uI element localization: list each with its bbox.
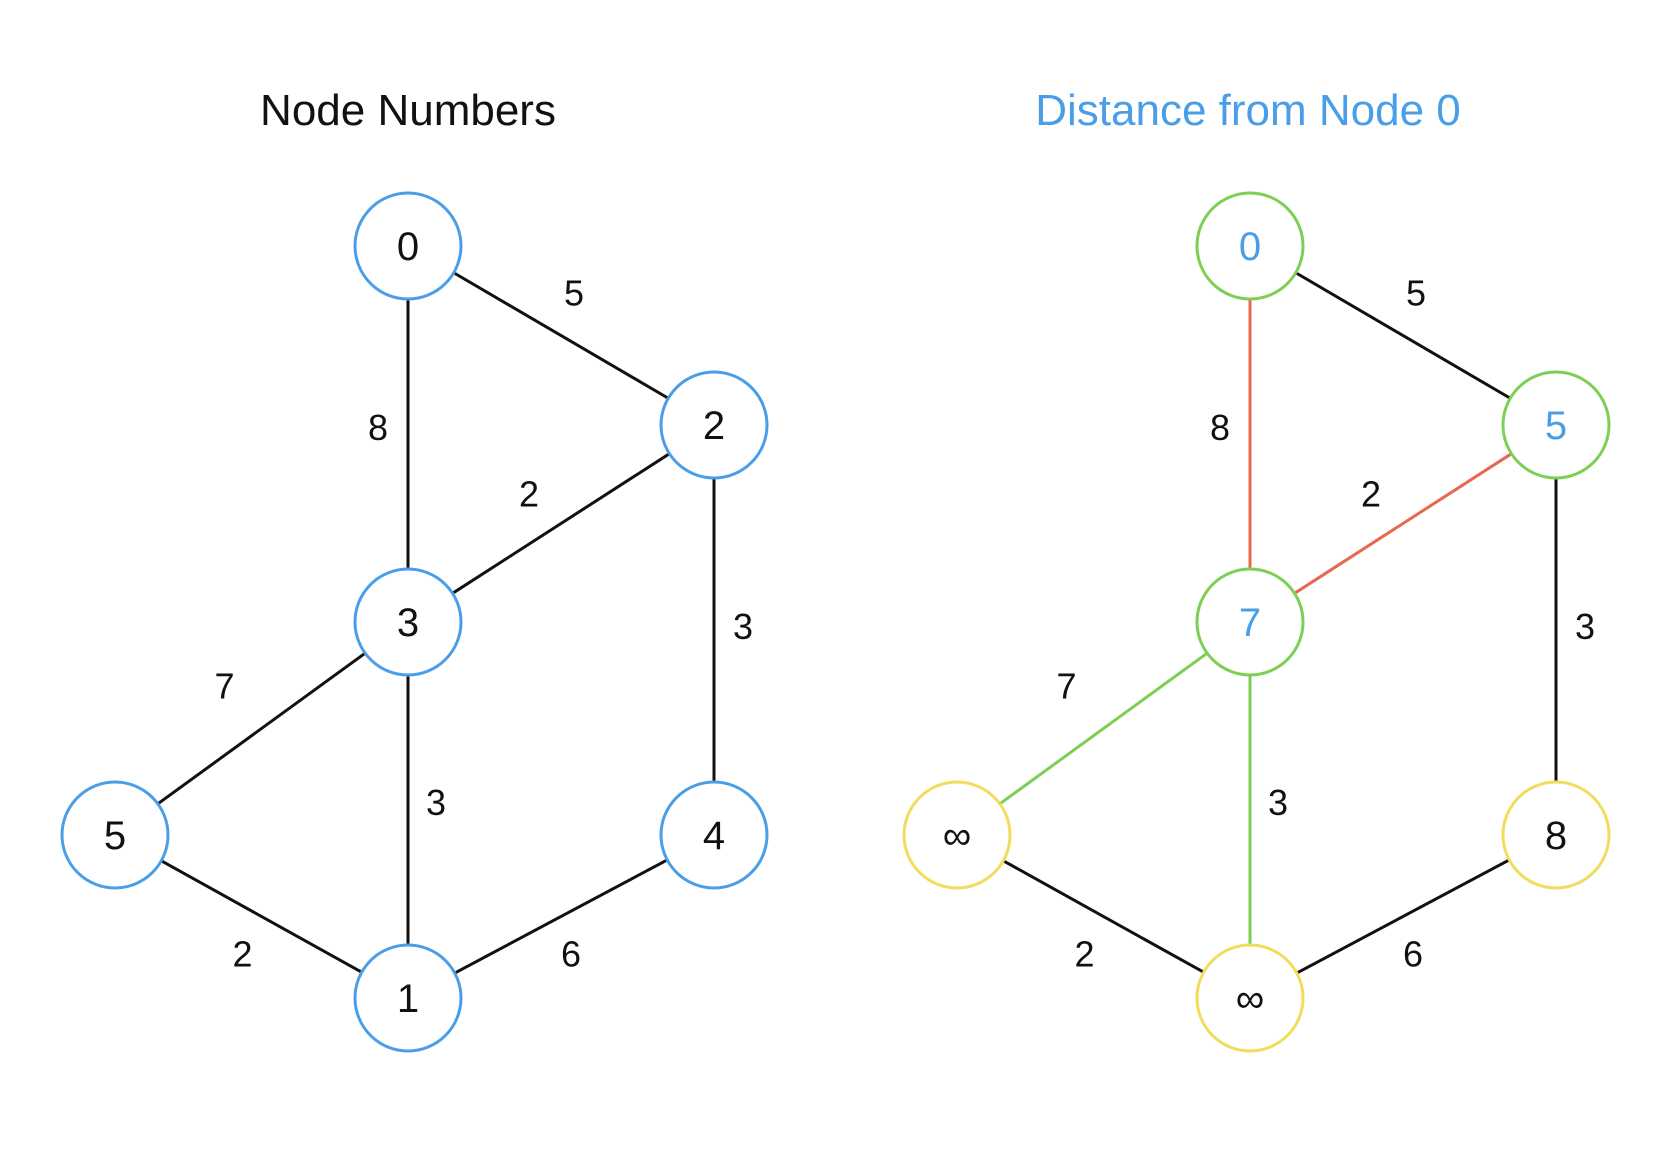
edge-5-1 bbox=[160, 859, 363, 974]
node-label: 0 bbox=[1239, 225, 1261, 269]
edge-weight-label: 6 bbox=[561, 934, 581, 975]
node-3: 3 bbox=[353, 567, 463, 677]
edge-2-3 bbox=[451, 452, 671, 595]
edge-weight-label: 8 bbox=[1210, 407, 1230, 448]
node-label: 2 bbox=[703, 404, 725, 448]
node-3: 7 bbox=[1195, 567, 1305, 677]
edge-weight-label: 2 bbox=[232, 934, 252, 975]
edge-weight-label: 5 bbox=[564, 273, 584, 314]
edge-weight-label: 3 bbox=[733, 606, 753, 647]
edge-1-4 bbox=[1296, 858, 1510, 975]
edge-0-2 bbox=[452, 271, 670, 400]
node-label: 0 bbox=[397, 225, 419, 269]
edge-weight-label: 7 bbox=[1056, 666, 1076, 707]
node-circle bbox=[659, 370, 769, 480]
node-4: 8 bbox=[1501, 780, 1611, 890]
node-circle bbox=[60, 780, 170, 890]
node-label: 5 bbox=[1545, 404, 1567, 448]
edge-weight-label: 3 bbox=[1575, 606, 1595, 647]
edge-1-4 bbox=[454, 858, 668, 975]
edges-node-numbers: 5 8 2 3 7 3 2 6 bbox=[156, 271, 753, 975]
edge-weight-label: 8 bbox=[368, 407, 388, 448]
node-1: 1 bbox=[353, 943, 463, 1053]
node-2: 5 bbox=[1501, 370, 1611, 480]
graph-distance: Distance from Node 0 5 8 2 3 7 3 2 6 0 ∞ 5 7 8 ∞ bbox=[902, 86, 1611, 1053]
edge-0-2 bbox=[1294, 271, 1512, 400]
edge-weight-label: 7 bbox=[214, 666, 234, 707]
edge-weight-label: 2 bbox=[1074, 934, 1094, 975]
node-4: 4 bbox=[659, 780, 769, 890]
edge-weight-label: 2 bbox=[1361, 474, 1381, 515]
edge-2-3 bbox=[1293, 452, 1513, 595]
nodes-node-numbers: 0 1 2 3 4 5 bbox=[60, 191, 769, 1053]
node-label: ∞ bbox=[1236, 977, 1265, 1021]
node-circle bbox=[1195, 943, 1305, 1053]
edges-distance: 5 8 2 3 7 3 2 6 bbox=[998, 271, 1595, 975]
node-circle bbox=[1501, 370, 1611, 480]
node-label: 3 bbox=[397, 601, 419, 645]
graph-title-node-numbers: Node Numbers bbox=[260, 86, 556, 135]
edge-5-1 bbox=[1002, 859, 1205, 974]
edge-weight-label: 3 bbox=[426, 782, 446, 823]
node-circle bbox=[1501, 780, 1611, 890]
node-5: 5 bbox=[60, 780, 170, 890]
node-label: 1 bbox=[397, 977, 419, 1021]
node-circle bbox=[353, 191, 463, 301]
node-0: 0 bbox=[1195, 191, 1305, 301]
edge-3-5 bbox=[998, 651, 1209, 806]
nodes-distance: 0 ∞ 5 7 8 ∞ bbox=[902, 191, 1611, 1053]
edge-3-5 bbox=[156, 651, 367, 806]
node-circle bbox=[353, 943, 463, 1053]
node-circle bbox=[902, 780, 1012, 890]
node-circle bbox=[1195, 191, 1305, 301]
node-label: 4 bbox=[703, 814, 725, 858]
graph-node-numbers: Node Numbers 5 8 2 3 7 3 2 6 0 1 2 3 4 5 bbox=[60, 86, 769, 1053]
node-1: ∞ bbox=[1195, 943, 1305, 1053]
edge-weight-label: 3 bbox=[1268, 782, 1288, 823]
node-label: ∞ bbox=[943, 814, 972, 858]
node-label: 8 bbox=[1545, 814, 1567, 858]
node-circle bbox=[1195, 567, 1305, 677]
node-0: 0 bbox=[353, 191, 463, 301]
node-label: 5 bbox=[104, 814, 126, 858]
node-5: ∞ bbox=[902, 780, 1012, 890]
graph-title-distance: Distance from Node 0 bbox=[1035, 86, 1461, 135]
node-circle bbox=[353, 567, 463, 677]
edge-weight-label: 5 bbox=[1406, 273, 1426, 314]
edge-weight-label: 2 bbox=[519, 474, 539, 515]
edge-weight-label: 6 bbox=[1403, 934, 1423, 975]
node-label: 7 bbox=[1239, 601, 1261, 645]
node-2: 2 bbox=[659, 370, 769, 480]
node-circle bbox=[659, 780, 769, 890]
